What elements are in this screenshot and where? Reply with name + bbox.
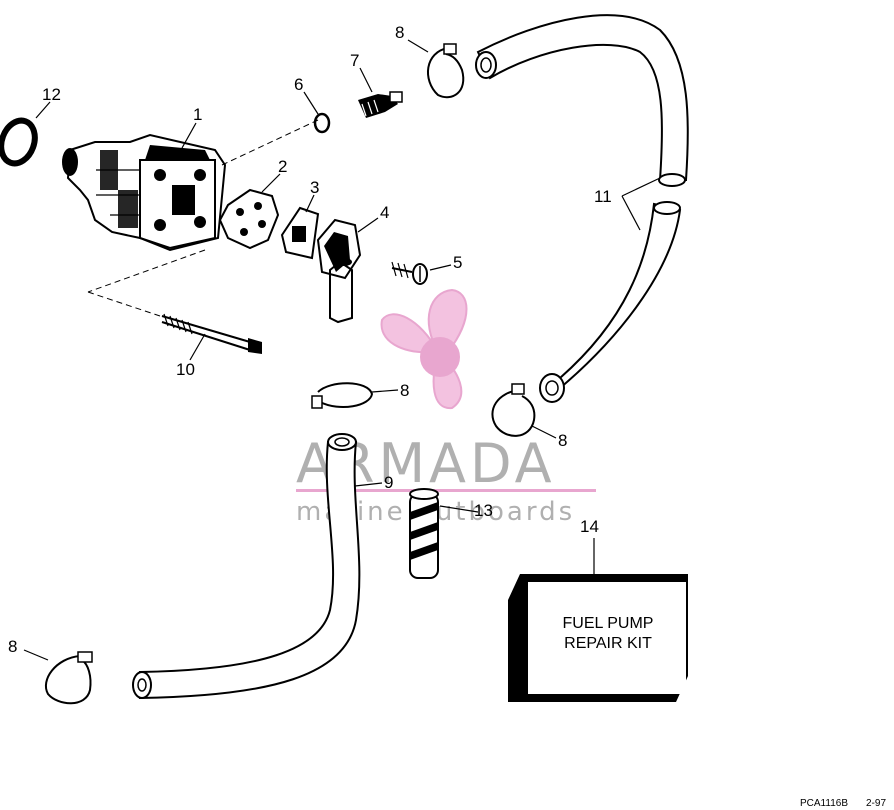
callout-14: 14 xyxy=(580,517,599,536)
part-4-cover xyxy=(316,218,362,324)
callout-7: 7 xyxy=(350,51,359,70)
part-3-diaphragm xyxy=(280,206,320,260)
watermark-divider xyxy=(296,489,596,492)
part-11-hose xyxy=(475,14,689,403)
part-12-o-ring xyxy=(0,117,38,167)
callout-4: 4 xyxy=(380,203,389,222)
kit-label-line-1: FUEL PUMP xyxy=(563,615,654,632)
callout-11: 11 xyxy=(594,187,612,206)
callout-labels: 1 2 3 4 5 6 7 8 8 8 8 9 10 11 12 13 14 xyxy=(8,23,612,656)
callout-1: 1 xyxy=(193,105,202,124)
part-8-clamp-right xyxy=(491,383,536,437)
figure-code: PCA1116B 2-97 xyxy=(800,798,886,809)
leader-lines xyxy=(23,39,661,661)
alignment-lines xyxy=(87,119,319,317)
part-14-repair-kit-box: FUEL PUMP REPAIR KIT xyxy=(508,574,688,702)
part-1-fuel-pump-body xyxy=(62,133,227,252)
callout-10: 10 xyxy=(176,360,195,379)
callout-8-middle: 8 xyxy=(400,381,409,400)
part-9-hose xyxy=(132,433,361,700)
part-5-screw xyxy=(391,261,428,285)
callout-8-top: 8 xyxy=(395,23,404,42)
callout-6: 6 xyxy=(294,75,303,94)
callout-3: 3 xyxy=(310,178,319,197)
callout-8-right: 8 xyxy=(558,431,567,450)
part-8-clamp-top xyxy=(427,43,465,99)
propeller-logo xyxy=(380,288,468,410)
callout-13: 13 xyxy=(474,501,493,520)
part-13-spring xyxy=(409,488,439,579)
callout-8-bottom: 8 xyxy=(8,637,17,656)
part-6-small-o-ring xyxy=(313,112,331,134)
part-8-clamp-middle xyxy=(311,382,374,409)
callout-2: 2 xyxy=(278,157,287,176)
callout-9: 9 xyxy=(384,473,393,492)
part-7-fitting xyxy=(358,91,403,118)
figure-code-date: 2-97 xyxy=(866,798,886,809)
part-10-bolt xyxy=(161,313,262,354)
figure-code-id: PCA1116B xyxy=(800,798,848,809)
callout-12: 12 xyxy=(42,85,61,104)
kit-label-line-2: REPAIR KIT xyxy=(564,635,652,652)
callout-5: 5 xyxy=(453,253,462,272)
part-2-gasket xyxy=(218,188,280,250)
part-8-clamp-bottom xyxy=(45,651,93,705)
